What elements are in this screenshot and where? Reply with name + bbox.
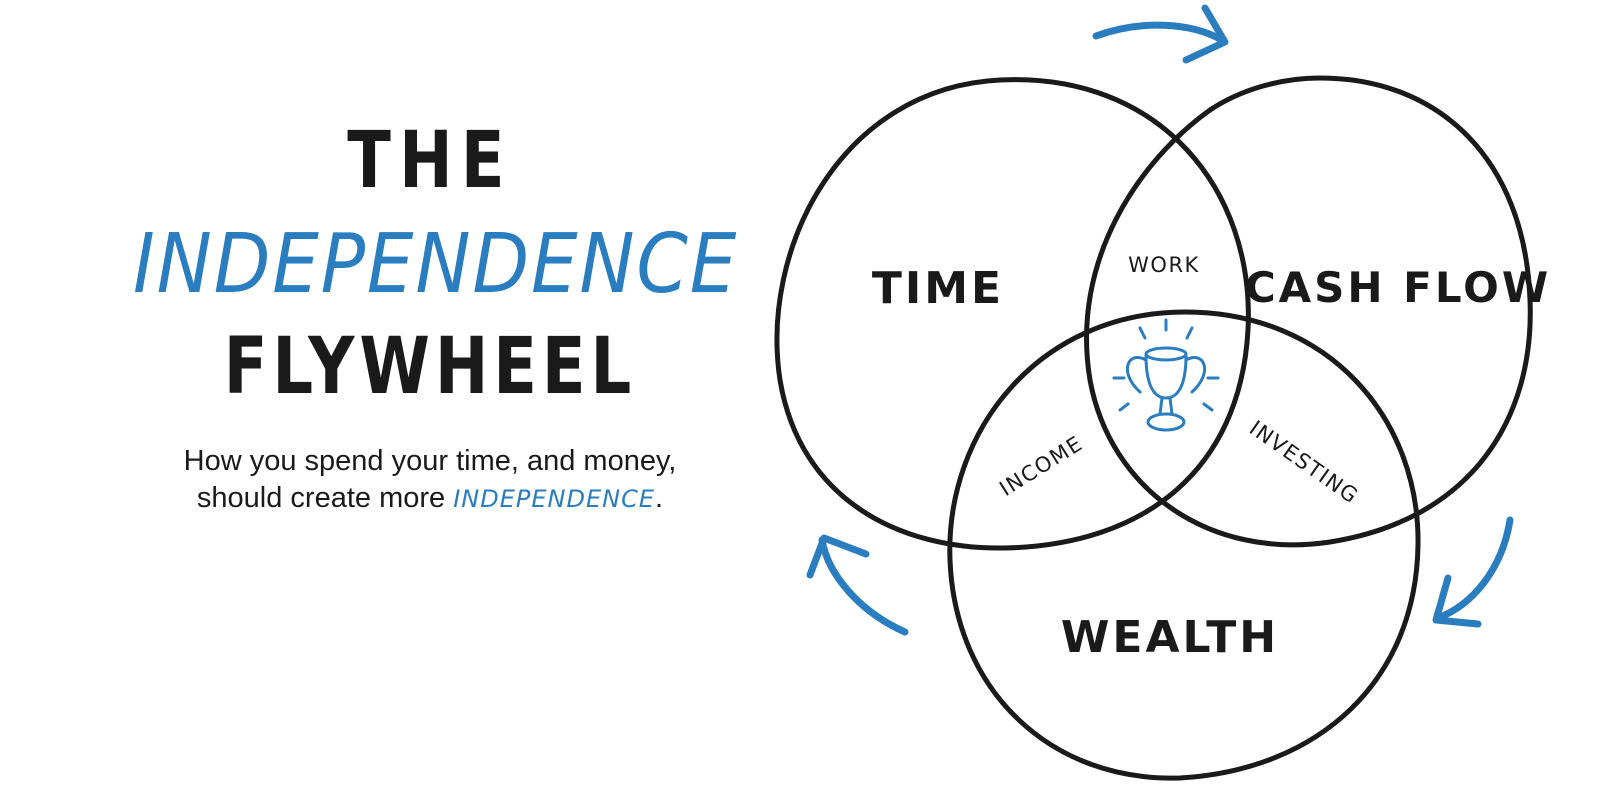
subtitle-line-2-prefix: should create more xyxy=(196,482,454,514)
title-independence: INDEPENDENCE xyxy=(133,217,739,312)
label-investing: INVESTING xyxy=(1245,416,1363,509)
curved-arrow-icon-top xyxy=(1092,4,1229,64)
label-time: TIME xyxy=(872,263,1004,314)
curved-arrow-icon-right xyxy=(1432,516,1514,628)
wealth-circle xyxy=(947,309,1421,781)
time-circle xyxy=(774,77,1251,551)
label-work: WORK xyxy=(1128,253,1200,277)
subtitle-line-1: How you spend your time, and money, xyxy=(183,445,677,477)
subtitle-accent-word: INDEPENDENCE xyxy=(453,485,656,513)
subtitle-line-2: should create more INDEPENDENCE. xyxy=(100,480,760,518)
curved-arrow-icon-left xyxy=(806,534,909,636)
subtitle: How you spend your time, and money, shou… xyxy=(100,443,760,518)
title-the: THE xyxy=(347,116,513,206)
title-flywheel: FLYWHEEL xyxy=(223,322,637,412)
label-income: INCOME xyxy=(995,431,1087,501)
trophy-icon xyxy=(1112,318,1220,432)
label-wealth: WEALTH xyxy=(1061,612,1279,663)
label-cash-flow: CASH FLOW xyxy=(1245,263,1551,312)
title-block: THE INDEPENDENCE FLYWHEEL xyxy=(100,100,760,406)
cash-flow-circle xyxy=(1084,75,1533,548)
subtitle-line-2-suffix: . xyxy=(655,482,664,514)
